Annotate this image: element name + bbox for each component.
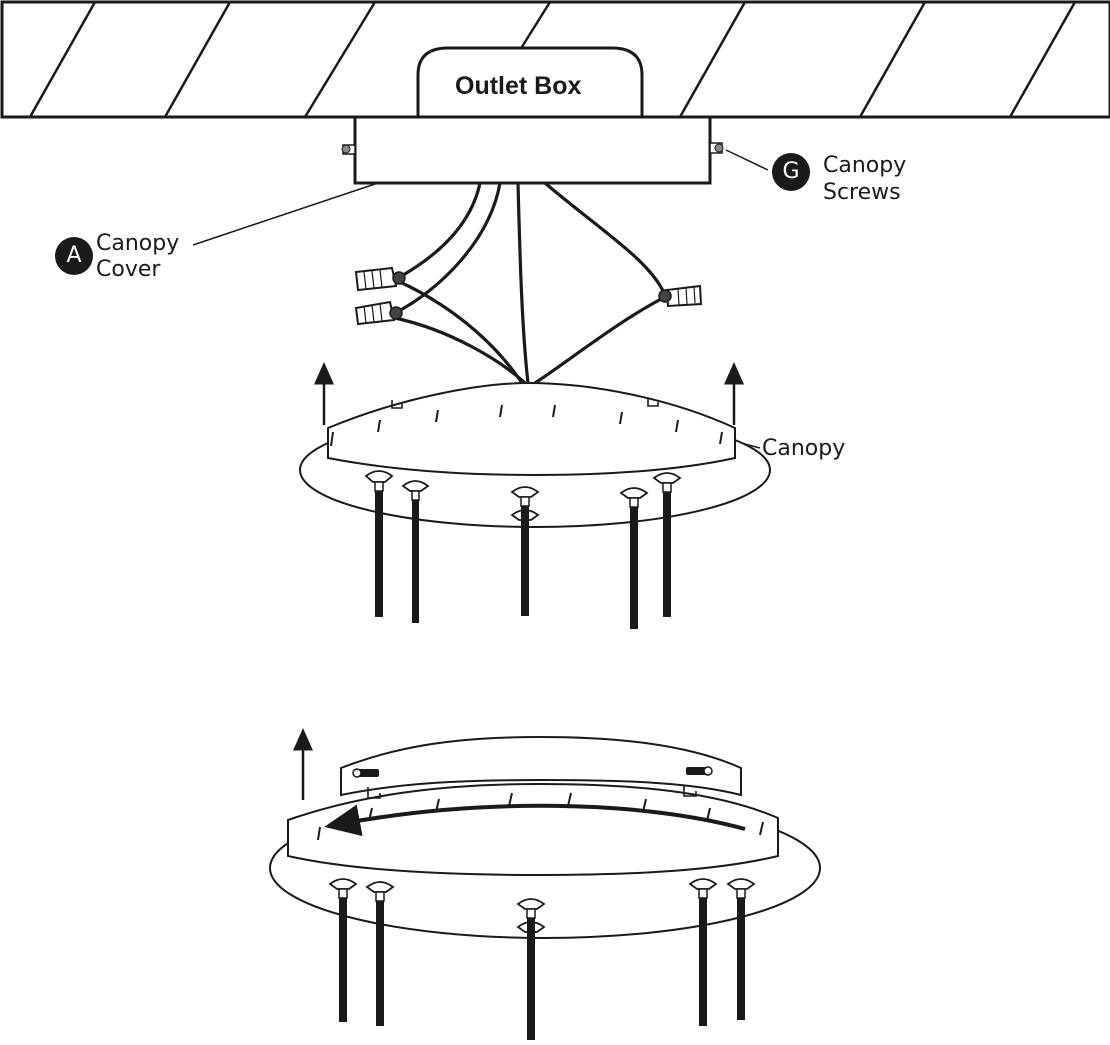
wires	[394, 181, 667, 385]
rod-5	[652, 472, 682, 617]
wire-nut-3	[658, 284, 703, 308]
rod-b3	[516, 898, 546, 1040]
rod-b2	[365, 881, 395, 1026]
wire-nut-1	[354, 266, 406, 292]
rod-b4	[688, 878, 718, 1026]
canopy-screws-badge: G	[772, 153, 810, 191]
canopy-screw-left	[341, 144, 356, 155]
rod-b1	[328, 878, 358, 1022]
canopy-cover-badge: A	[55, 237, 93, 275]
canopy-cover-label-line2: Cover	[96, 257, 161, 282]
canopy-screw-right	[709, 142, 724, 154]
canopy-screws-label-line1: Canopy	[823, 153, 907, 178]
canopy-top-rods	[364, 470, 682, 629]
rod-1	[364, 470, 394, 617]
canopy-screws-label-line2: Screws	[823, 180, 901, 205]
canopy-cover-label-line1: Canopy	[96, 231, 180, 256]
canopy-cover	[353, 115, 712, 185]
canopy-bottom-rods	[328, 878, 756, 1040]
outlet-box-label: Outlet Box	[455, 72, 582, 100]
canopy-screw-bottom-right	[686, 766, 713, 776]
canopy-screw-bottom-left	[352, 768, 379, 778]
rod-b5	[726, 878, 756, 1020]
rod-2	[401, 480, 430, 623]
wire-nut-2	[354, 300, 403, 326]
canopy-label: Canopy	[762, 436, 846, 461]
rod-3	[510, 486, 540, 616]
rotate-arrow	[324, 803, 746, 837]
canopy-top	[299, 381, 771, 528]
canopy-bottom	[269, 735, 821, 939]
outlet-box	[416, 46, 644, 119]
rod-4	[619, 487, 649, 629]
